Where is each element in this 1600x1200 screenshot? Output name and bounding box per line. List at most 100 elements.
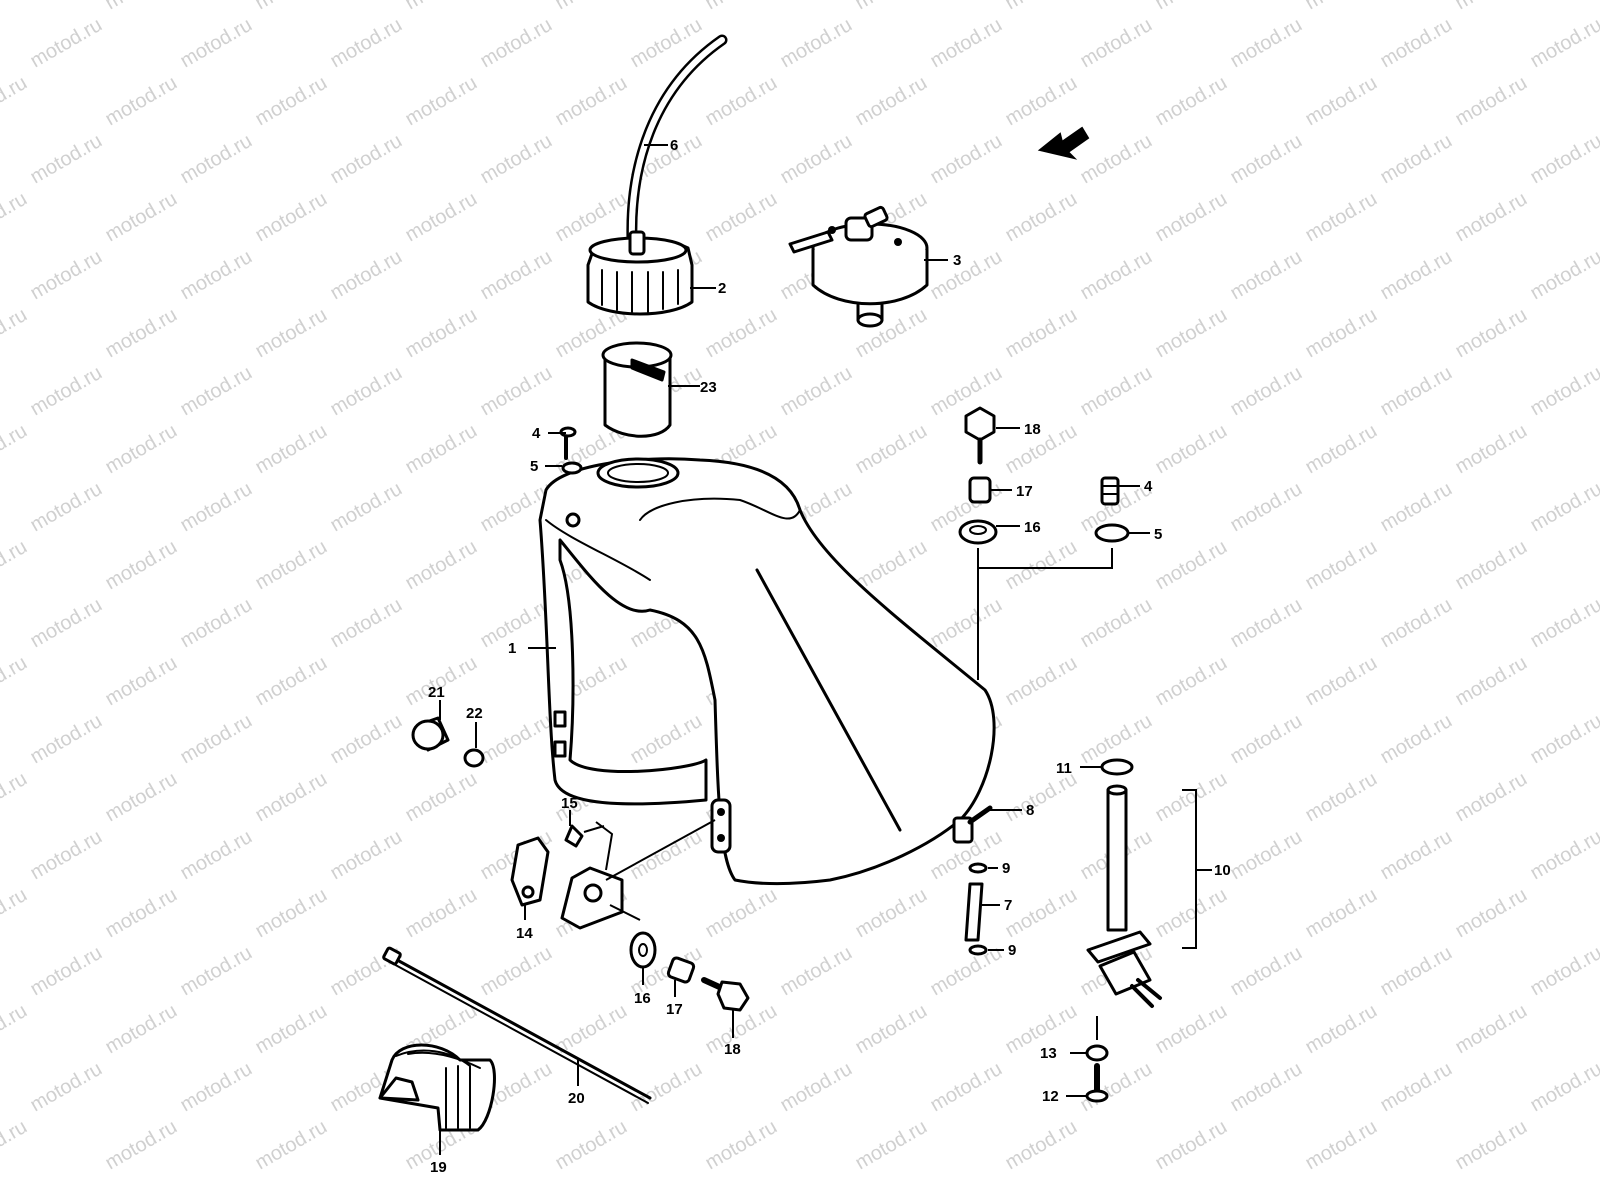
watermark-text: motod.ru [1227,710,1306,769]
watermark-text: motod.ru [327,14,406,73]
watermark-text: motod.ru [1527,478,1600,537]
fuel-valve[interactable] [952,805,993,844]
watermark-text: motod.ru [102,0,181,14]
watermark-text: motod.ru [327,594,406,653]
fuel-hose[interactable] [964,882,984,942]
watermark-text: motod.ru [927,594,1006,653]
watermark-text: motod.ru [327,362,406,421]
watermark-text: motod.ru [1152,188,1231,247]
watermark-text: motod.ru [477,362,556,421]
watermark-text: motod.ru [27,362,106,421]
bracket-14[interactable] [510,836,550,907]
lower-bolt-18[interactable] [701,977,750,1012]
fuel-cock-washer[interactable] [1085,1044,1109,1062]
callout-22: 22 [466,705,483,722]
watermark-text: motod.ru [27,14,106,73]
callout-4: 4 [532,425,541,442]
watermark-text: motod.ru [252,1116,331,1175]
watermark-text: motod.ru [1452,304,1531,363]
watermark-text: motod.ru [1227,14,1306,73]
watermark-text: motod.ru [1152,72,1231,131]
watermark-text: motod.ru [552,1116,631,1175]
hose-clip-lower[interactable] [968,944,988,956]
watermark-text: motod.ru [327,826,406,885]
callout-5-right: 5 [1154,526,1162,543]
fuel-tank[interactable] [538,457,996,886]
watermark-text: motod.ru [1527,362,1600,421]
callout-18-lower: 18 [724,1041,741,1058]
watermark-text: motod.ru [627,710,706,769]
locking-fuel-cap[interactable] [788,205,929,328]
callout-14: 14 [516,925,533,942]
watermark-text: motod.ru [702,884,781,943]
watermark-text: motod.ru [102,72,181,131]
callout-23: 23 [700,379,717,396]
watermark-text: motod.ru [1452,1000,1531,1059]
watermark-text: motod.ru [1452,420,1531,479]
watermark-text: motod.ru [177,594,256,653]
watermark-text: motod.ru [1227,362,1306,421]
watermark-text: motod.ru [852,72,931,131]
watermark-text: motod.ru [252,768,331,827]
watermark-text: motod.ru [102,188,181,247]
fuel-cock-gasket[interactable] [1100,758,1134,776]
watermark-text: motod.ru [1227,246,1306,305]
watermark-text: motod.ru [1302,304,1381,363]
watermark-text: motod.ru [1227,594,1306,653]
watermark-text: motod.ru [0,304,31,363]
watermark-text: motod.ru [1077,1058,1156,1117]
watermark-text: motod.ru [402,72,481,131]
callout-11: 11 [1056,760,1072,777]
watermark-text: motod.ru [1452,1116,1531,1175]
tank-front-washer[interactable] [561,461,583,475]
callout-13: 13 [1040,1045,1057,1062]
lower-cushion-16[interactable] [629,931,657,969]
bracket-bolt-15[interactable] [564,824,605,848]
watermark-text: motod.ru [1527,826,1600,885]
front-direction-arrow-icon [1037,126,1090,160]
watermark-text: motod.ru [1377,362,1456,421]
watermark-text: motod.ru [1152,304,1231,363]
callout-12: 12 [1042,1088,1059,1105]
watermark-text: motod.ru [252,0,331,14]
tank-cover[interactable] [378,1043,496,1132]
watermark-text: motod.ru [252,652,331,711]
watermark-text: motod.ru [1002,0,1081,14]
rear-mount-cushion-upper[interactable] [958,519,998,545]
side-washer[interactable] [1094,523,1130,543]
filler-strainer[interactable] [601,341,673,438]
watermark-text: motod.ru [1227,130,1306,189]
watermark-text: motod.ru [402,188,481,247]
watermark-text: motod.ru [852,536,931,595]
watermark-text: motod.ru [1002,652,1081,711]
tank-band[interactable] [382,946,652,1104]
watermark-text: motod.ru [327,478,406,537]
watermark-text: motod.ru [1302,72,1381,131]
rear-mount-collar-upper[interactable] [968,476,992,504]
watermark-text: motod.ru [102,768,181,827]
watermark-text: motod.ru [327,130,406,189]
watermark-text: motod.ru [477,942,556,1001]
callout-5: 5 [530,458,538,475]
watermark-text: motod.ru [1302,536,1381,595]
watermark-text: motod.ru [1527,246,1600,305]
lower-collar-17[interactable] [666,956,696,984]
watermark-text: motod.ru [1152,0,1231,14]
collar-21[interactable] [411,716,450,752]
hose-clip-upper[interactable] [968,862,988,874]
watermark-text: motod.ru [1152,768,1231,827]
side-bolt[interactable] [1100,476,1120,506]
callout-17-lower: 17 [666,1001,683,1018]
watermark-text: motod.ru [177,130,256,189]
watermark-text: motod.ru [1302,1116,1381,1175]
fuel-cap[interactable] [586,230,694,316]
fuel-cock-assembly[interactable] [1086,784,1162,1008]
callout-19: 19 [430,1159,447,1176]
watermark-text: motod.ru [552,0,631,14]
watermark-text: motod.ru [177,826,256,885]
watermark-text: motod.ru [1227,826,1306,885]
o-ring-22[interactable] [463,748,485,768]
fuel-cock-screw[interactable] [1085,1063,1109,1103]
rear-mount-bolt-upper[interactable] [964,406,996,465]
